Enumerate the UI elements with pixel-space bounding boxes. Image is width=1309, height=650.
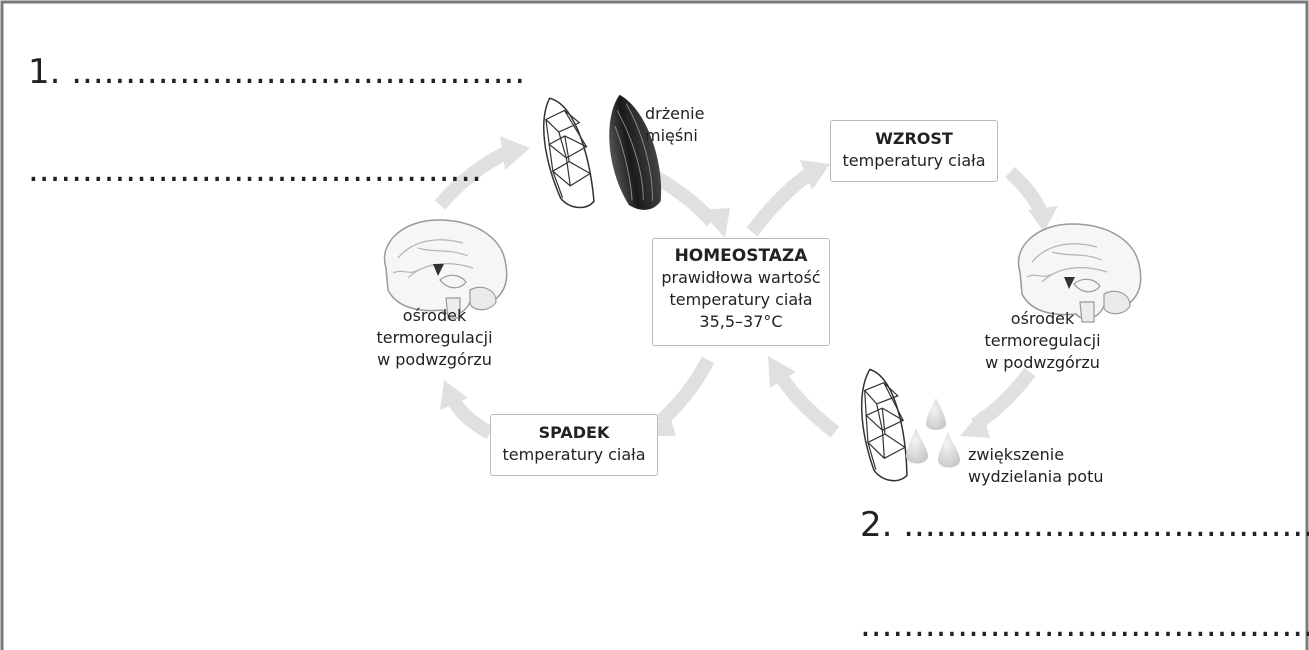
sweating-line1: zwiększenie xyxy=(968,445,1065,464)
right-center-line2: termoregulacji xyxy=(984,331,1101,350)
arrow-center-to-increase xyxy=(746,169,813,237)
homeostasis-title: HOMEOSTAZA xyxy=(674,246,808,266)
decrease-subtitle: temperatury ciała xyxy=(502,445,646,464)
arrowhead-6 xyxy=(768,356,796,388)
answer-line-1-first[interactable]: 1. .....................................… xyxy=(28,52,526,92)
homeostasis-line3: 35,5–37°C xyxy=(699,312,783,331)
brain-icon-left xyxy=(383,219,508,319)
blood-vessel-icon-top xyxy=(543,97,595,209)
answer-line-2-first[interactable]: 2. .....................................… xyxy=(860,505,1309,545)
arrowhead-5 xyxy=(960,410,990,438)
increase-subtitle: temperatury ciała xyxy=(842,151,986,170)
homeostasis-line2: temperatury ciała xyxy=(669,290,813,309)
shivering-line2: mięśni xyxy=(645,126,698,145)
right-center-line3: w podwzgórzu xyxy=(985,353,1100,372)
left-center-line2: termoregulacji xyxy=(376,328,493,347)
homeostasis-line1: prawidłowa wartość xyxy=(661,268,821,287)
arrowhead-8 xyxy=(440,380,468,410)
arrowhead-2 xyxy=(700,208,730,238)
right-center-label: ośrodek termoregulacji w podwzgórzu xyxy=(960,308,1125,374)
sweating-label: zwiększenie wydzielania potu xyxy=(968,444,1103,488)
left-center-line3: w podwzgórzu xyxy=(377,350,492,369)
answer-line-1-second[interactable]: ........................................… xyxy=(28,150,482,190)
left-center-line1: ośrodek xyxy=(402,306,467,325)
blood-vessel-icon-bottom xyxy=(860,368,908,482)
arrowhead-1 xyxy=(500,136,530,170)
answer-line-2-second[interactable]: ........................................… xyxy=(860,605,1309,645)
sweat-drops-icon xyxy=(906,398,960,468)
shivering-label: drżenie mięśni xyxy=(645,103,704,147)
arrowhead-3 xyxy=(800,160,830,190)
homeostasis-box: HOMEOSTAZA prawidłowa wartość temperatur… xyxy=(652,238,830,346)
arrow-left-brain-to-vessel xyxy=(434,145,512,210)
right-center-line1: ośrodek xyxy=(1010,309,1075,328)
sweating-line2: wydzielania potu xyxy=(968,467,1104,486)
muscle-icon xyxy=(609,94,662,210)
shivering-line1: drżenie xyxy=(645,104,705,123)
arrowhead-4 xyxy=(1028,206,1058,232)
arrow-increase-to-brain xyxy=(1005,166,1049,218)
increase-box: WZROST temperatury ciała xyxy=(830,120,998,182)
increase-title: WZROST xyxy=(875,129,953,148)
arrow-sweat-to-center xyxy=(776,374,840,438)
brain-icon-right xyxy=(1017,223,1142,323)
decrease-title: SPADEK xyxy=(538,423,610,442)
left-center-label: ośrodek termoregulacji w podwzgórzu xyxy=(352,305,517,371)
decrease-box: SPADEK temperatury ciała xyxy=(490,414,658,476)
